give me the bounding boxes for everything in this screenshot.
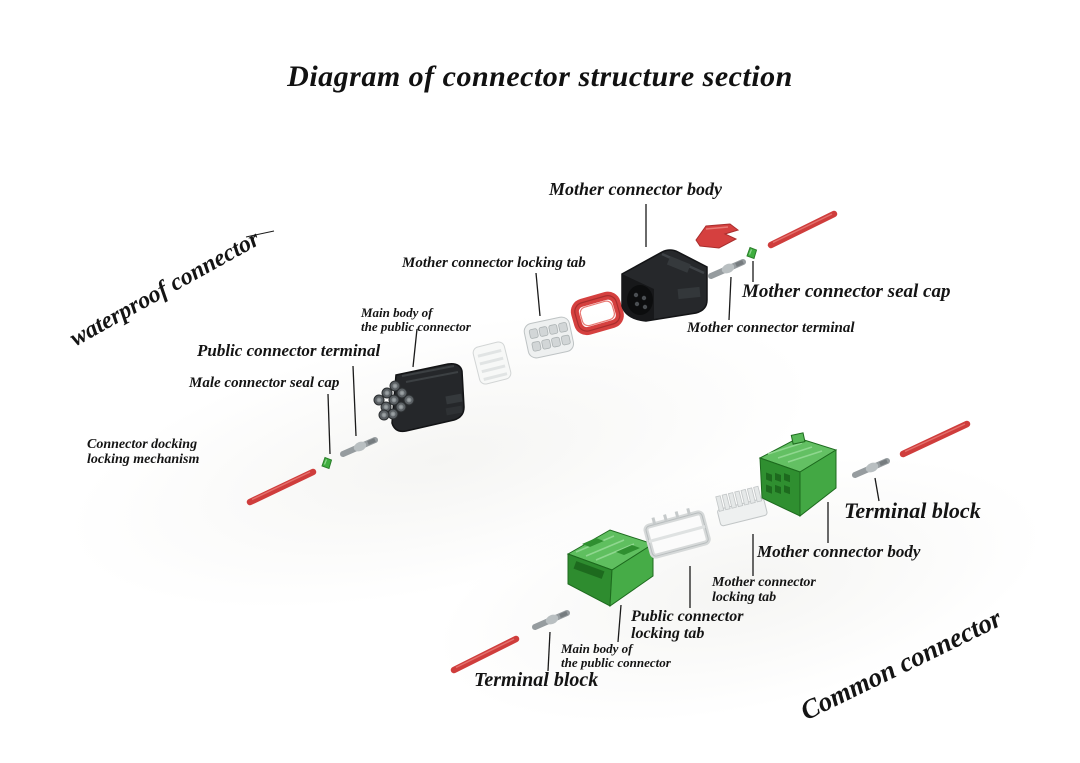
terminal-block-bottom-illustration [532,610,570,630]
label-connector-docking-locking-mechanism: Connector docking locking mechanism [87,437,200,467]
label-mother-connector-terminal: Mother connector terminal [687,320,855,336]
label-mother-connector-body: Mother connector body [549,179,722,199]
male-connector-seal-cap-illustration [321,456,333,470]
label-public-connector-locking-tab: Public connector locking tab [631,608,744,642]
label-mother-connector-body-bottom: Mother connector body [757,542,921,561]
mother-connector-locking-tab-top-illustration [523,316,575,359]
mother-connector-body-green-illustration [758,432,838,518]
label-terminal-block-bottom: Terminal block [474,669,599,691]
male-connector-body-illustration [373,363,465,433]
public-connector-terminal-illustration [340,437,378,457]
public-connector-locking-tab-top-illustration [472,341,512,385]
red-wire-illustration [450,635,520,674]
red-wire-illustration [767,210,838,249]
mother-connector-seal-cap-illustration [746,246,758,260]
label-public-connector-terminal: Public connector terminal [197,341,381,360]
terminal-block-right-illustration [852,458,890,478]
label-mother-connector-locking-tab-bottom: Mother connector locking tab [712,575,816,605]
diagram-title: Diagram of connector structure section [287,60,793,93]
mother-connector-seal-ring-illustration [570,291,624,336]
public-connector-body-green-illustration [566,529,655,607]
mother-connector-terminal-illustration [708,259,746,279]
label-mother-connector-seal-cap: Mother connector seal cap [742,281,951,302]
label-male-connector-seal-cap: Male connector seal cap [189,375,340,391]
red-wire-illustration [246,468,317,506]
label-mother-connector-locking-tab: Mother connector locking tab [402,255,586,271]
label-terminal-block-right: Terminal block [844,498,981,523]
label-main-body-of-public-connector-bottom: Main body of the public connector [561,641,671,670]
mother-connector-body-illustration [621,249,708,322]
red-wire-illustration [899,420,971,458]
public-connector-locking-tab-bottom-illustration [643,507,711,559]
label-main-body-of-public-connector: Main body of the public connector [361,305,471,334]
mother-connector-red-clip-illustration [695,223,740,249]
mother-connector-locking-tab-green-group-illustration [715,485,768,527]
